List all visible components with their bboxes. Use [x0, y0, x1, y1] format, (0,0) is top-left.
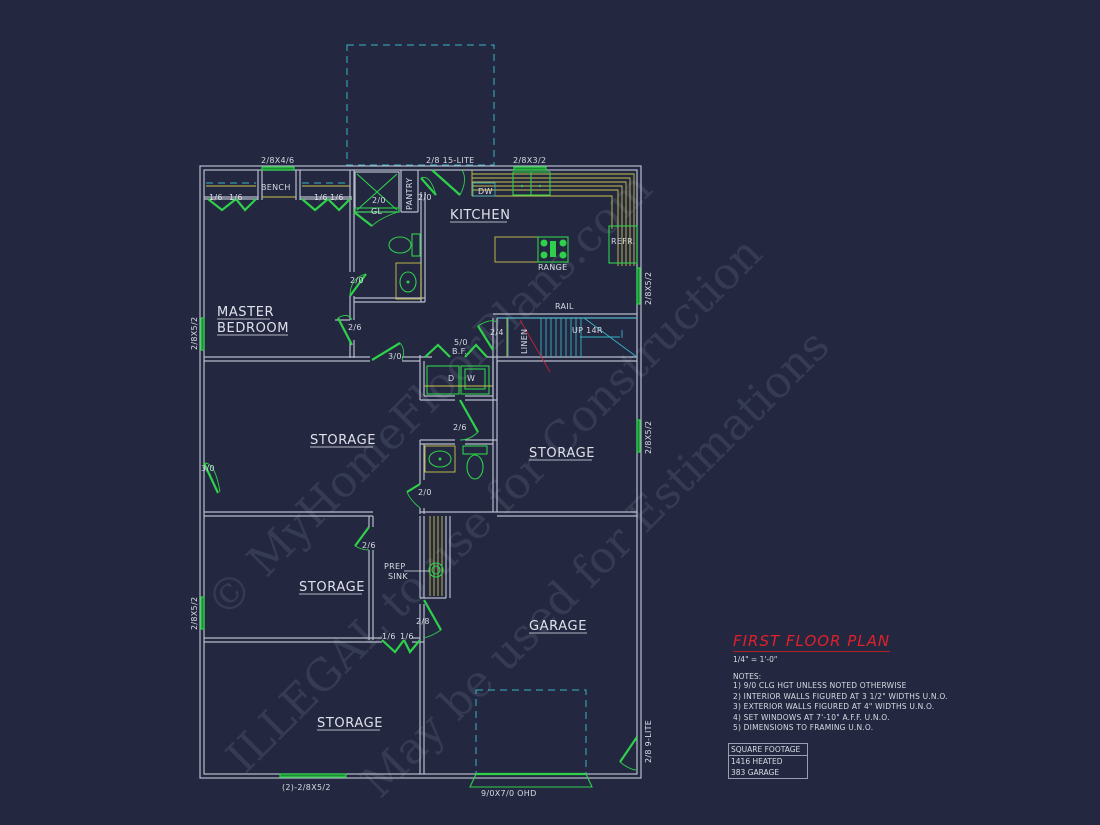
stairs — [497, 317, 638, 373]
svg-text:2/0: 2/0 — [418, 488, 432, 497]
svg-text:GL: GL — [371, 207, 382, 216]
svg-text:1/6: 1/6 — [382, 632, 396, 641]
svg-text:2/0: 2/0 — [372, 196, 386, 205]
svg-text:D: D — [448, 374, 454, 383]
plan-title: FIRST FLOOR PLAN — [733, 632, 891, 652]
room-label-storage-4: STORAGE — [317, 716, 383, 731]
note-4: 4) SET WINDOWS AT 7'-10" A.F.F. U.N.O. — [733, 712, 890, 722]
sqft-heading: SQUARE FOOTAGE — [729, 744, 807, 756]
toilet — [388, 236, 412, 254]
svg-text:REFR.: REFR. — [611, 237, 636, 246]
svg-text:2/8X5/2: 2/8X5/2 — [190, 317, 199, 350]
note-5: 5) DIMENSIONS TO FRAMING U.N.O. — [733, 723, 874, 732]
svg-text:RANGE: RANGE — [538, 263, 567, 272]
svg-text:2/4: 2/4 — [490, 328, 504, 337]
bath-fixtures — [354, 171, 493, 596]
refrigerator — [608, 225, 638, 264]
annotations: 2/8X4/6 2/8 15-LITE 2/8X3/2 BENCH 1/6 1/… — [190, 156, 653, 798]
sqft-garage: 383 GARAGE — [731, 768, 780, 777]
svg-text:2/6: 2/6 — [453, 423, 467, 432]
svg-text:2/8 15-LITE: 2/8 15-LITE — [426, 156, 475, 165]
svg-text:(2)-2/8X5/2: (2)-2/8X5/2 — [282, 783, 331, 792]
svg-text:2/8X5/2: 2/8X5/2 — [644, 272, 653, 305]
svg-text:BENCH: BENCH — [261, 183, 291, 192]
room-label-kitchen: KITCHEN — [450, 208, 511, 223]
windows — [200, 166, 641, 778]
svg-text:1/6: 1/6 — [209, 193, 223, 202]
room-label-storage-3: STORAGE — [299, 580, 365, 595]
svg-text:PREP: PREP — [384, 562, 405, 571]
svg-text:2/6: 2/6 — [362, 541, 376, 550]
kitchen-cabinets — [471, 170, 635, 266]
svg-text:W: W — [467, 374, 475, 383]
range-cooktop — [537, 236, 569, 263]
svg-text:2/0: 2/0 — [418, 193, 432, 202]
svg-text:1/6: 1/6 — [400, 632, 414, 641]
svg-text:3/0: 3/0 — [201, 464, 215, 473]
room-labels: MASTER BEDROOM KITCHEN STORAGE STORAGE S… — [217, 208, 595, 731]
plan-legend: FIRST FLOOR PLAN 1/4" = 1'-0" NOTES: 1) … — [733, 631, 993, 734]
svg-text:RAIL: RAIL — [555, 302, 574, 311]
room-label-bedroom: BEDROOM — [217, 321, 289, 336]
svg-text:DW: DW — [478, 187, 493, 196]
room-label-storage-1: STORAGE — [310, 433, 376, 448]
svg-text:2/8 9-LITE: 2/8 9-LITE — [644, 720, 653, 763]
bath-sink — [399, 271, 417, 293]
svg-text:2/8X5/2: 2/8X5/2 — [190, 597, 199, 630]
interior-walls — [204, 170, 637, 774]
notes-heading: NOTES: — [733, 672, 762, 681]
room-label-garage: GARAGE — [529, 619, 587, 634]
svg-text:2/8X3/2: 2/8X3/2 — [513, 156, 546, 165]
doors — [203, 169, 638, 771]
room-label-storage-2: STORAGE — [529, 446, 595, 461]
svg-text:1/6: 1/6 — [330, 193, 344, 202]
svg-text:LINEN: LINEN — [520, 329, 529, 354]
note-2: 2) INTERIOR WALLS FIGURED AT 3 1/2" WIDT… — [733, 691, 948, 701]
sqft-heated: 1416 HEATED — [731, 757, 783, 766]
kitchen-fixtures — [472, 171, 638, 264]
svg-text:2/8X4/6: 2/8X4/6 — [261, 156, 294, 165]
svg-text:2/8X5/2: 2/8X5/2 — [644, 421, 653, 454]
note-1: 1) 9/0 CLG HGT UNLESS NOTED OTHERWISE — [733, 681, 907, 690]
note-3: 3) EXTERIOR WALLS FIGURED AT 4" WIDTHS U… — [733, 702, 935, 711]
svg-text:2/6: 2/6 — [348, 323, 362, 332]
svg-text:1/6: 1/6 — [314, 193, 328, 202]
room-label-master: MASTER — [217, 305, 274, 320]
svg-text:PANTRY: PANTRY — [405, 178, 414, 210]
dishwasher — [472, 182, 496, 197]
svg-text:1/6: 1/6 — [229, 193, 243, 202]
square-footage-table: SQUARE FOOTAGE 1416 HEATED 383 GARAGE — [728, 743, 808, 779]
svg-text:5/0: 5/0 — [454, 338, 468, 347]
svg-text:SINK: SINK — [388, 572, 408, 581]
svg-text:2/8: 2/8 — [416, 617, 430, 626]
svg-text:9/0X7/0 OHD: 9/0X7/0 OHD — [481, 789, 537, 798]
svg-text:B.F.: B.F. — [452, 347, 467, 356]
svg-text:3/0: 3/0 — [388, 352, 402, 361]
svg-text:2/0: 2/0 — [350, 276, 364, 285]
plan-scale: 1/4" = 1'-0" — [733, 655, 778, 664]
svg-text:UP 14R: UP 14R — [572, 326, 603, 335]
dashed-deck-outline — [346, 44, 495, 166]
